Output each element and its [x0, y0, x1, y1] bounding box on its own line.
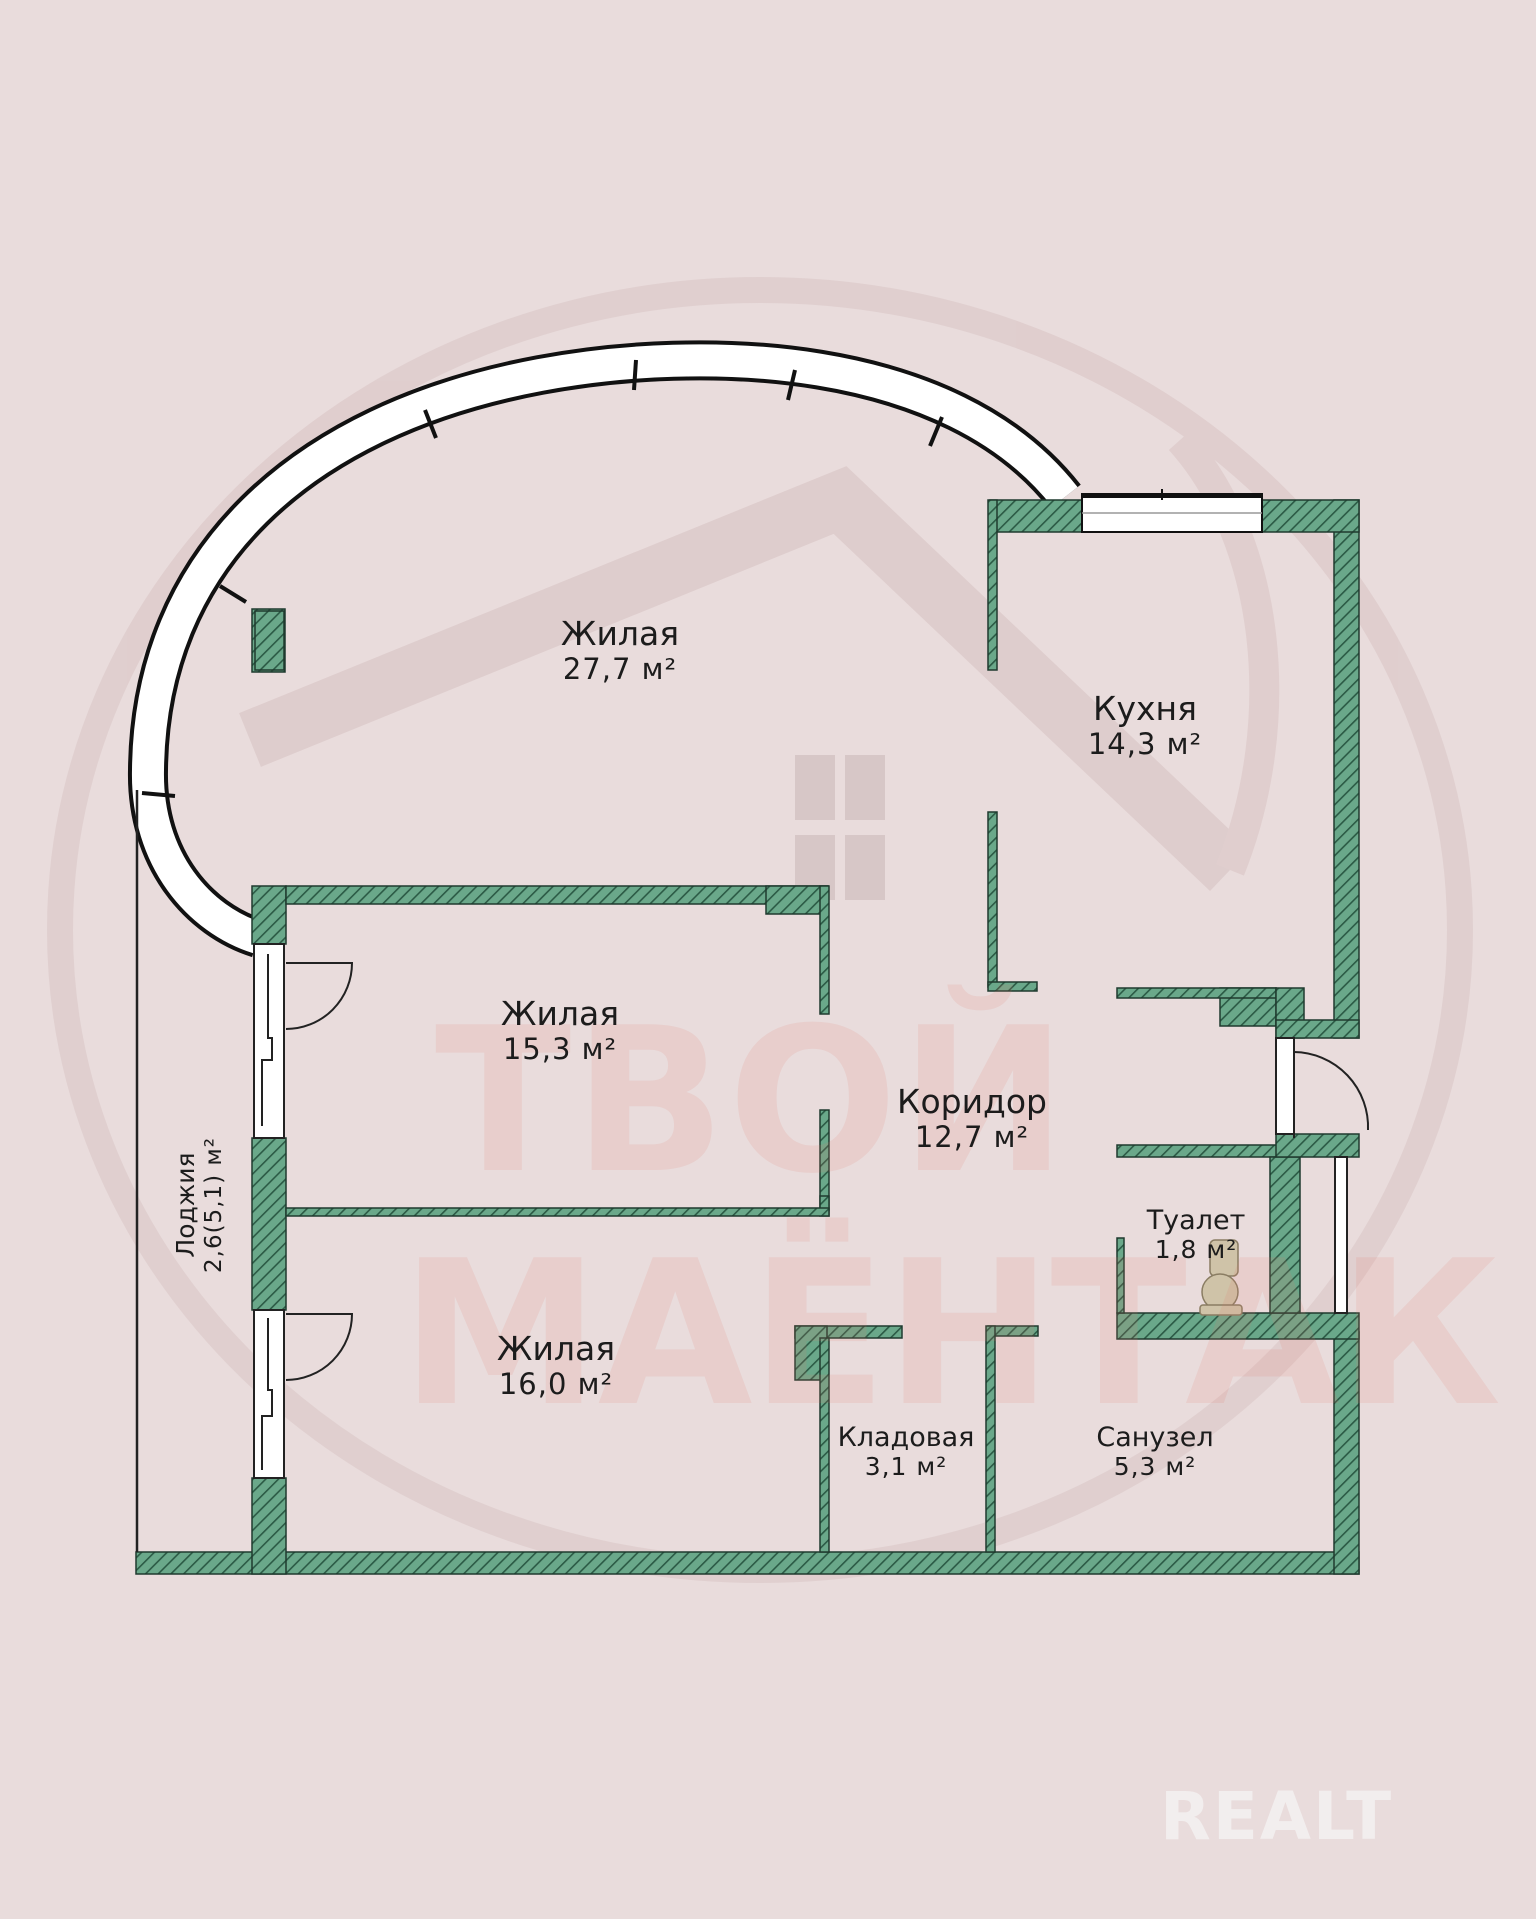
room-area: 12,7 м² — [914, 1119, 1030, 1154]
room-storage: Кладовая 3,1 м² — [838, 1422, 975, 1482]
column — [254, 610, 285, 671]
room-living-lower: Жилая 16,0 м² — [497, 1330, 615, 1401]
room-living-middle: Жилая 15,3 м² — [501, 995, 619, 1066]
room-area: 14,3 м² — [1087, 726, 1203, 761]
room-area: 2,6(5,1) м² — [201, 1137, 228, 1273]
toilet-fixture — [1199, 1239, 1243, 1316]
room-name: Кладовая — [837, 1422, 975, 1453]
room-name: Коридор — [897, 1082, 1047, 1121]
room-name: Жилая — [560, 614, 680, 653]
room-loggia: Лоджия 2,6(5,1) м² — [171, 1137, 229, 1273]
room-area: 1,8 м² — [1154, 1235, 1238, 1265]
room-kitchen: Кухня 14,3 м² — [1088, 690, 1202, 761]
room-toilet: Туалет 1,8 м² — [1147, 1205, 1246, 1265]
room-area: 16,0 м² — [498, 1366, 614, 1401]
doors — [253, 943, 1370, 1479]
kitchen-window — [1081, 489, 1263, 533]
room-name: Туалет — [1146, 1205, 1246, 1236]
watermark-line-2: МАЁНТАК — [400, 1218, 1501, 1451]
room-corridor: Коридор 12,7 м² — [897, 1083, 1047, 1154]
watermark-line-1: ТВОЙ — [434, 985, 1070, 1218]
room-area: 3,1 м² — [864, 1452, 948, 1482]
room-area: 15,3 м² — [502, 1031, 618, 1066]
room-name: Жилая — [496, 1329, 616, 1368]
curved-window — [127, 340, 1081, 958]
room-name: Жилая — [500, 994, 620, 1033]
room-living-large: Жилая 27,7 м² — [561, 615, 679, 686]
room-name: Санузел — [1096, 1422, 1214, 1453]
room-bathroom: Санузел 5,3 м² — [1096, 1422, 1213, 1482]
room-name: Кухня — [1093, 689, 1197, 728]
room-area: 27,7 м² — [562, 651, 678, 686]
walls — [135, 499, 1360, 1575]
room-name: Лоджия — [171, 1152, 201, 1258]
room-area: 5,3 м² — [1113, 1452, 1197, 1482]
brand-logo: REALT — [1160, 1778, 1394, 1855]
